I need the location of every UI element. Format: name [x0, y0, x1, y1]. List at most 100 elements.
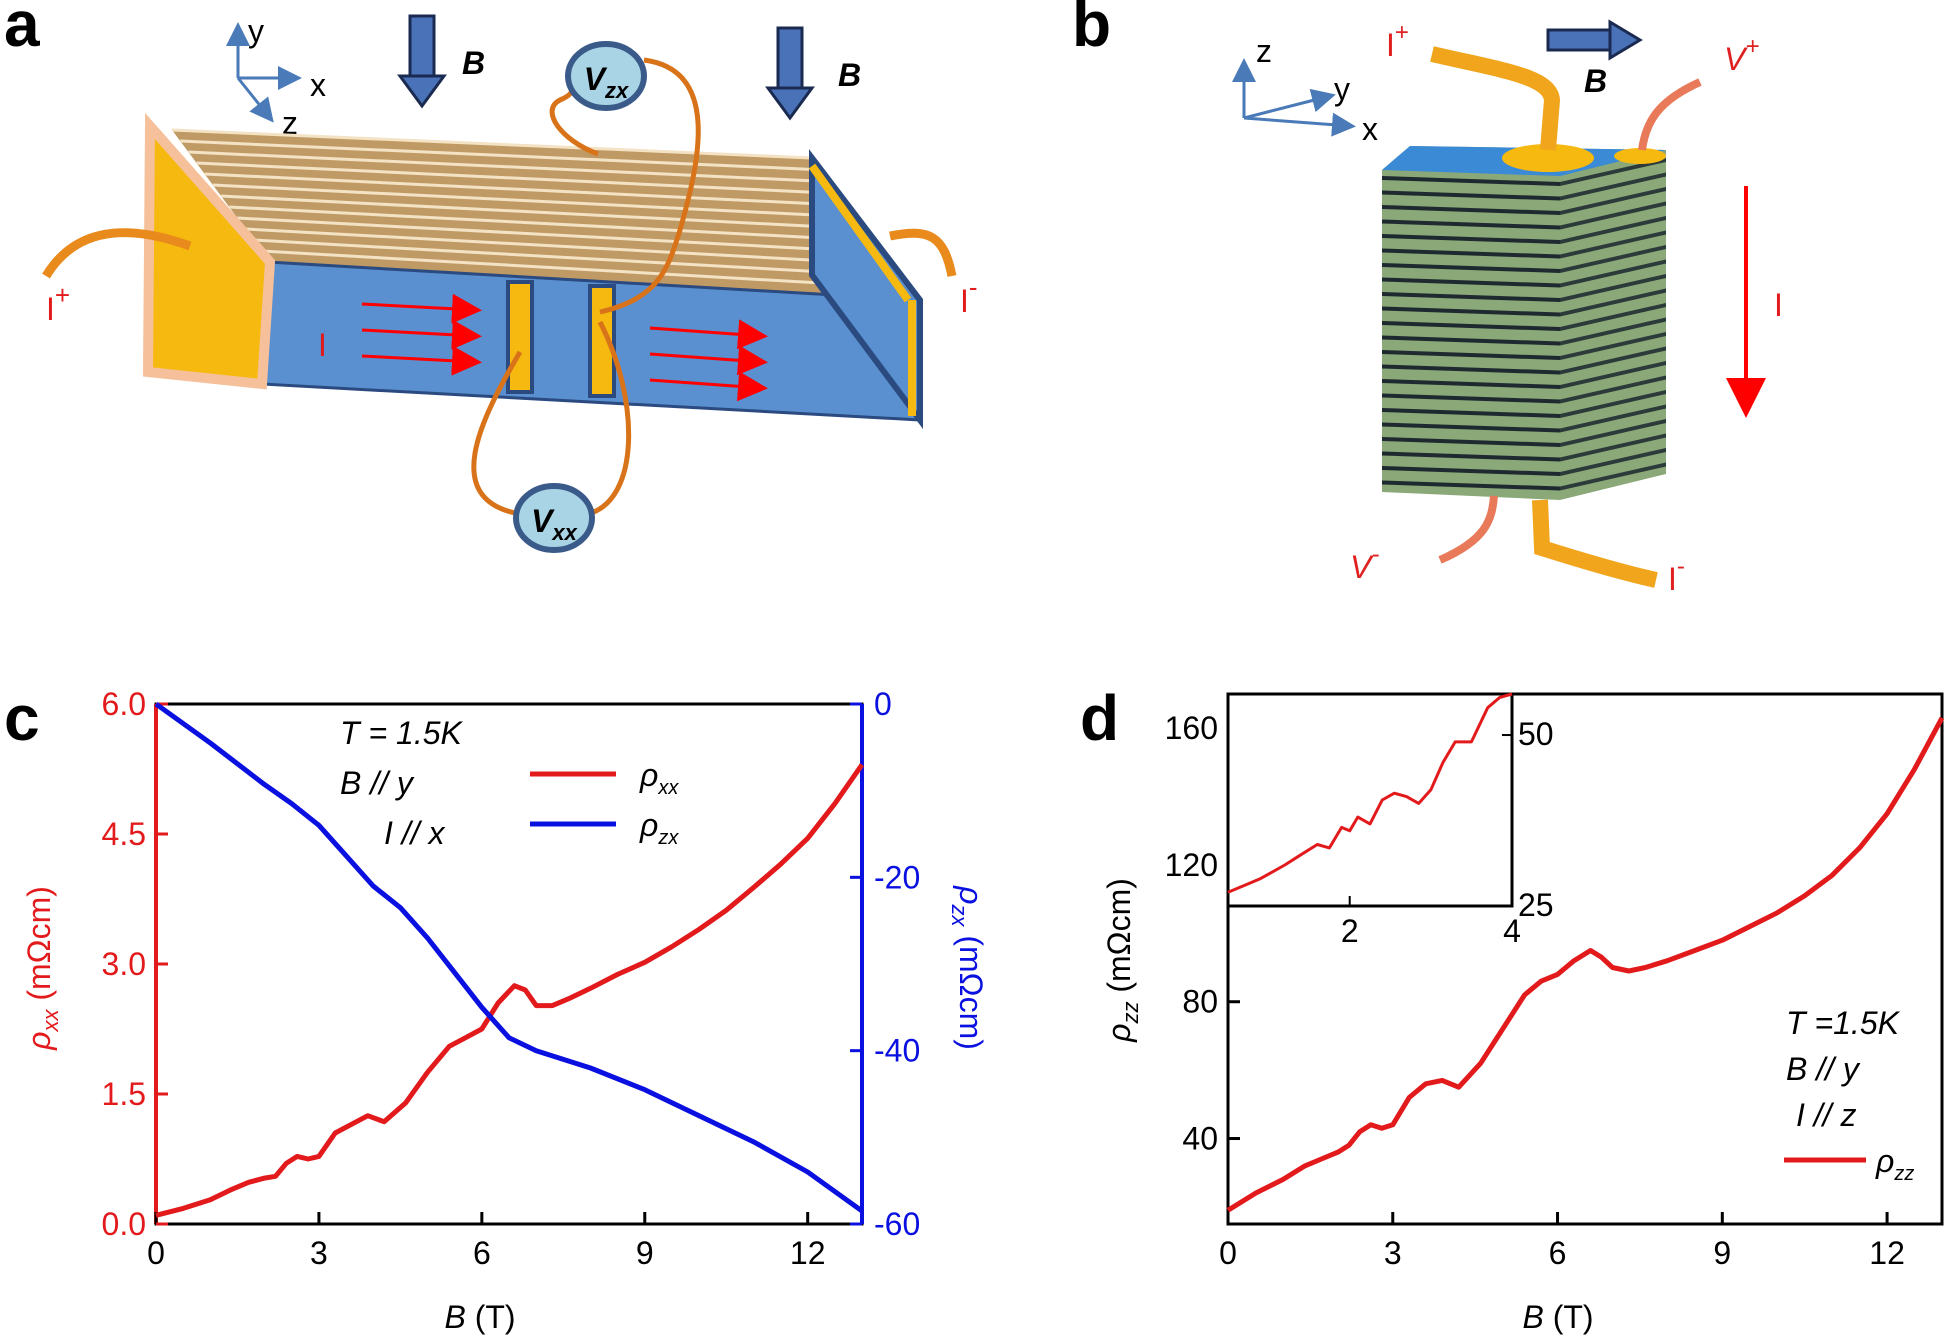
panel-d-inset-series	[1227, 692, 1513, 894]
panel-c-left-axis-label: ρxx (mΩcm)	[21, 886, 63, 1051]
panel-c-legend-label-rhozx: ρzx	[639, 807, 679, 849]
panel-b-stack-layer	[1382, 205, 1560, 215]
panel-a-sample-stripe	[237, 216, 885, 255]
panel-b: b z y x B I I+ V+ V-	[1072, 0, 1783, 597]
panel-b-field-label: B	[1584, 63, 1607, 99]
panel-b-stack-layer	[1382, 321, 1560, 331]
panel-a-field-label-2: B	[838, 57, 861, 93]
panel-b-letter: b	[1072, 0, 1111, 60]
panel-b-stack-layer-side	[1560, 419, 1666, 447]
panel-c-x-axis-label: B (T)	[444, 1299, 515, 1335]
panel-b-stack-layer	[1382, 466, 1560, 476]
panel-c-x-tick-label: 0	[147, 1235, 165, 1271]
panel-b-field-arrow	[1546, 19, 1643, 61]
panel-d-legend-label-rhozz: ρzz	[1875, 1143, 1914, 1185]
panel-d-y-axis-label: ρzz (mΩcm)	[1101, 878, 1143, 1043]
panel-b-stack-layer-side	[1560, 216, 1666, 244]
panel-d-y-tick-label: 160	[1165, 710, 1218, 746]
panel-b-v-minus: V-	[1350, 541, 1379, 585]
panel-b-stack-layer-side	[1560, 172, 1666, 201]
panel-d-inset-series-rhozz-line	[1227, 692, 1513, 894]
panel-b-stack-layer	[1382, 379, 1560, 389]
panel-c-x-tick-label: 9	[636, 1235, 654, 1271]
panel-b-stack-layer	[1382, 176, 1560, 186]
panel-b-stack-layer	[1382, 190, 1560, 201]
panel-c-right-tick-label: -20	[874, 859, 920, 895]
panel-d-legend: ρzz	[1784, 1143, 1914, 1185]
panel-b-lead-i-plus	[1430, 46, 1561, 151]
panel-b-stack-layer-side	[1560, 433, 1666, 462]
panel-a-vzx-meter: Vzx	[565, 41, 647, 111]
panel-b-i-plus: I+	[1386, 19, 1409, 63]
panel-b-stack-layer	[1382, 393, 1560, 404]
panel-d-inset-y-tick-label: 25	[1518, 887, 1554, 923]
panel-d-inset-y-tick-label: 50	[1518, 716, 1554, 752]
panel-b-stack-layer	[1382, 408, 1560, 418]
panel-a-field-label-1: B	[462, 45, 485, 81]
panel-b-stack-layer-side	[1560, 230, 1666, 259]
panel-c-right-ticks: -60-40-200	[850, 686, 920, 1242]
panel-b-axis-x: x	[1362, 111, 1378, 147]
panel-a-sample-stripe	[245, 227, 894, 266]
panel-b-stack-layer-side	[1560, 201, 1666, 230]
panel-d-plot-frame	[1226, 692, 1944, 1226]
panel-d-inset-x-tick-label: 4	[1503, 913, 1521, 949]
panel-b-stack-layer	[1382, 451, 1560, 462]
panel-b-stack-layer	[1382, 248, 1560, 259]
panel-b-axis-z: z	[1256, 33, 1272, 69]
panel-d-x-tick-label: 9	[1713, 1235, 1731, 1271]
panel-a-vxx-label: Vxx	[531, 503, 578, 545]
panel-a-i-minus: I-	[960, 272, 978, 319]
panel-d-x-axis-label: B (T)	[1522, 1299, 1593, 1335]
panel-b-stack-layer	[1382, 306, 1560, 317]
panel-b-stack-layer-side	[1560, 390, 1666, 418]
panel-a-vzx-label: Vzx	[584, 61, 629, 103]
panel-b-stack-layer-side	[1560, 303, 1666, 331]
panel-b-stack-layer-side	[1560, 245, 1666, 273]
panel-b-stack-layer-side	[1560, 288, 1666, 317]
panel-c-x-tick-label: 3	[310, 1235, 328, 1271]
panel-b-stack-layer	[1382, 277, 1560, 288]
panel-c-left-ticks: 0.01.53.04.56.0	[102, 686, 168, 1242]
panel-c-left-tick-label: 0.0	[102, 1206, 146, 1242]
panel-b-stack-layer	[1382, 234, 1560, 244]
panel-a-current-arrows	[361, 293, 768, 402]
panel-a-vxx-wire-left	[471, 350, 523, 517]
panel-b-i-minus: I-	[1668, 553, 1685, 597]
panel-b-stack-layer	[1382, 263, 1560, 273]
panel-b-lead-i-minus	[1532, 499, 1658, 588]
panel-a-sample	[142, 112, 923, 430]
panel-b-current-label: I	[1774, 287, 1783, 323]
panel-b-stack-layer	[1382, 350, 1560, 360]
panel-b-stack-layer-side	[1560, 462, 1666, 491]
panel-c-series	[154, 701, 865, 1218]
panel-a-sample-stripe	[171, 128, 813, 160]
panel-b-stack-layer	[1382, 422, 1560, 433]
panel-d-x-tick-label: 12	[1869, 1235, 1905, 1271]
panel-c-annotation-3: I // x	[384, 815, 445, 851]
panel-a-sample-stripe	[229, 205, 876, 243]
panel-c-left-tick-label: 4.5	[102, 816, 146, 852]
panel-a-axis-z: z	[282, 105, 298, 141]
panel-c-series-rhozx-line	[154, 701, 864, 1214]
panel-b-stack-layer-side	[1560, 404, 1666, 433]
panel-a-sample-stripe	[212, 183, 858, 219]
panel-c-annotation-2: B // y	[340, 765, 415, 801]
panel-d-y-tick-label: 120	[1165, 847, 1218, 883]
panel-a-sample-stripe	[220, 194, 867, 231]
panel-b-stack-layer-side	[1560, 274, 1666, 302]
panel-b-lead-v-minus	[1438, 495, 1498, 564]
panel-a-lead-plus	[42, 228, 192, 279]
panel-a-current-label: I	[318, 327, 327, 363]
panel-c-left-tick-label: 6.0	[102, 686, 146, 722]
panel-b-stack-layer-side	[1560, 375, 1666, 404]
panel-a-axis-y: y	[248, 13, 264, 49]
panel-d-annotation-3: I // z	[1796, 1097, 1856, 1133]
panel-b-stack-layer-side	[1560, 259, 1666, 288]
panel-d-x-tick-label: 3	[1384, 1235, 1402, 1271]
panel-b-axis-y: y	[1334, 71, 1350, 107]
